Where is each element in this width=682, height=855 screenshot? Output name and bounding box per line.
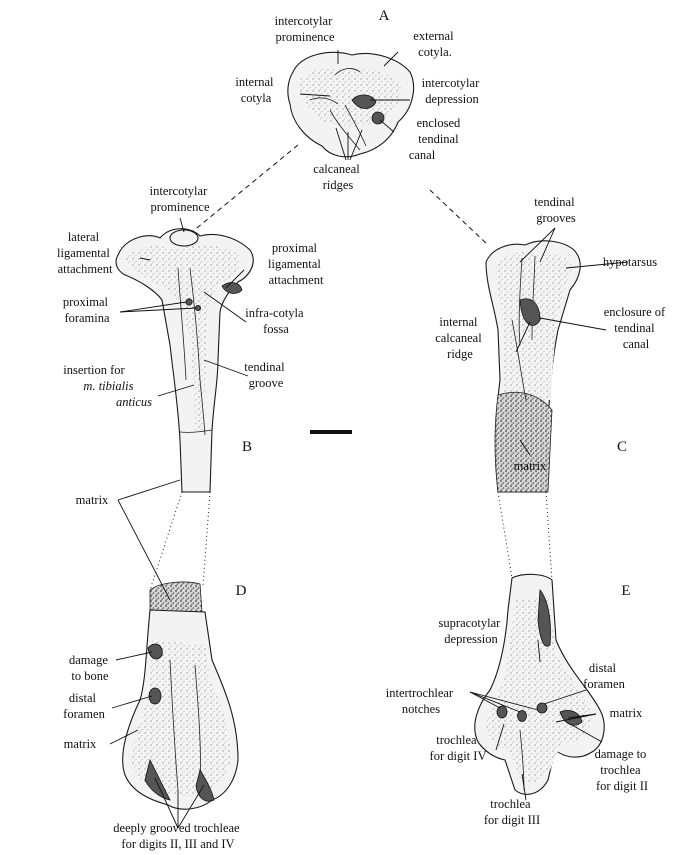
label-deeply-grooved-trochleae: deeply grooved trochleae for digits II, … — [113, 821, 242, 851]
label-internal-calcaneal-ridge: internal calcaneal ridge — [435, 315, 485, 361]
panel-label-d: D — [236, 583, 247, 599]
label-proximal-foramina: proximal foramina — [63, 295, 111, 325]
specimen-b-proximal-anterior — [116, 229, 253, 492]
connector-a-to-c — [430, 190, 488, 245]
label-matrix-d: matrix — [64, 737, 97, 751]
label-tendinal-grooves: tendinal grooves — [534, 195, 577, 225]
label-trochlea-for-digit-iv: trochlea for digit IV — [430, 733, 487, 763]
label-matrix-c: matrix — [514, 459, 547, 473]
shaft-outline-ce-left — [498, 492, 512, 578]
label-intercotylar-prominence-a: intercotylar prominence — [275, 14, 336, 44]
specimen-a-proximal-view — [288, 52, 414, 157]
label-m-tibialis-anticus: m. tibialis anticus — [83, 379, 152, 409]
label-distal-foramen-e: distal foramen — [583, 661, 625, 691]
panel-label-e: E — [621, 583, 630, 599]
shaft-outline-bd-left — [150, 492, 182, 590]
label-intercotylar-depression: intercotylar depression — [422, 76, 483, 106]
label-matrix-e: matrix — [610, 706, 643, 720]
label-distal-foramen-d: distal foramen — [63, 691, 105, 721]
label-calcaneal-ridges: calcaneal ridges — [313, 162, 363, 192]
shaft-outline-ce-right — [546, 492, 552, 580]
scale-bar — [310, 430, 352, 434]
label-internal-cotyla: internal cotyla — [235, 75, 276, 105]
label-damage-to-bone: damage to bone — [69, 653, 111, 683]
label-matrix-mid: matrix — [76, 493, 109, 507]
label-external-cotyla: external cotyla. — [413, 29, 456, 59]
label-enclosed-tendinal-canal: enclosed tendinal canal — [409, 116, 464, 162]
panel-label-b: B — [242, 439, 252, 455]
label-enclosure-of-tendinal-canal: enclosure of tendinal canal — [604, 305, 669, 351]
panel-label-c: C — [617, 439, 627, 455]
label-proximal-ligamental-attachment: proximal ligamental attachment — [268, 241, 324, 287]
specimen-d-distal-anterior — [123, 582, 238, 809]
label-intertrochlear-notches: intertrochlear notches — [386, 686, 456, 716]
label-insertion-for: insertion for — [63, 363, 125, 377]
label-infra-cotyla-fossa: infra-cotyla fossa — [245, 306, 306, 336]
label-trochlea-for-digit-iii: trochlea for digit III — [484, 797, 540, 827]
label-intercotylar-prominence-b: intercotylar prominence — [150, 184, 211, 214]
label-hypotarsus: hypotarsus — [603, 255, 657, 269]
panel-label-a: A — [379, 8, 390, 24]
label-tendinal-groove: tendinal groove — [244, 360, 287, 390]
label-lateral-ligamental-attachment: lateral ligamental attachment — [57, 230, 113, 276]
label-damage-to-trochlea-digit-ii: damage to trochlea for digit II — [595, 747, 650, 793]
specimen-c-proximal-posterior — [486, 241, 580, 492]
label-supracotylar-depression: supracotylar depression — [439, 616, 504, 646]
shaft-outline-bd-right — [203, 492, 210, 586]
